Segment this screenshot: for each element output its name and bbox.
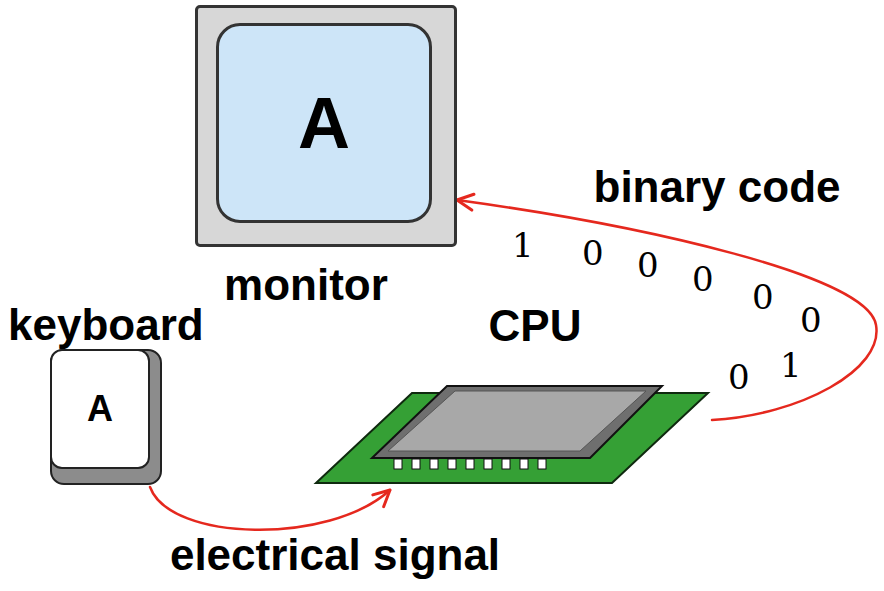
device-label: keyboard	[8, 300, 204, 349]
edge-label: electrical signal	[170, 530, 500, 579]
binary-digit: 0	[800, 300, 822, 340]
label-wrap: monitor	[175, 263, 437, 307]
digit-wrap: 0	[637, 248, 659, 282]
binary-digit: 0	[752, 277, 774, 317]
chip-pin	[430, 459, 438, 469]
chip-pin	[466, 459, 474, 469]
chip-pin	[448, 459, 456, 469]
chip-pin	[484, 459, 492, 469]
digit-wrap: 1	[780, 348, 802, 382]
binary-digit: 1	[780, 345, 802, 385]
chip-pin	[412, 459, 420, 469]
label-wrap: keyboard	[8, 303, 204, 347]
chip-pin	[502, 459, 510, 469]
device-label: CPU	[489, 301, 582, 350]
digit-wrap: 0	[800, 303, 822, 337]
key-face: A	[50, 349, 150, 469]
device-label: monitor	[224, 260, 388, 309]
binary-digit: 0	[637, 245, 659, 285]
edge-label-wrap: electrical signal	[35, 533, 635, 577]
chip-pin	[394, 459, 402, 469]
monitor-node: Amonitor	[195, 5, 457, 317]
binary-digit: 0	[692, 259, 714, 299]
digit-wrap: 0	[728, 360, 750, 394]
signal-arrow	[150, 487, 390, 530]
chip-pin	[520, 459, 528, 469]
chip-pin	[538, 459, 546, 469]
binary-digit: 0	[582, 233, 604, 273]
digit-wrap: 0	[582, 236, 604, 270]
key-body: A	[50, 349, 162, 485]
digit-wrap: 0	[752, 280, 774, 314]
chip-top	[388, 391, 646, 451]
label-wrap: CPU	[465, 304, 605, 348]
keyboard-node: keyboardA	[5, 303, 230, 487]
edge-label-wrap: binary code	[417, 165, 884, 209]
edge-label: binary code	[594, 162, 841, 211]
binary-digit: 1	[512, 225, 534, 265]
key-letter: A	[87, 391, 113, 427]
digit-wrap: 1	[512, 228, 534, 262]
monitor-screen: A	[216, 23, 432, 223]
digit-wrap: 0	[692, 262, 714, 296]
chip-package	[372, 386, 662, 458]
cpu-node: CPU	[310, 300, 712, 490]
screen-letter: A	[298, 87, 350, 159]
binary-digit: 0	[728, 357, 750, 397]
